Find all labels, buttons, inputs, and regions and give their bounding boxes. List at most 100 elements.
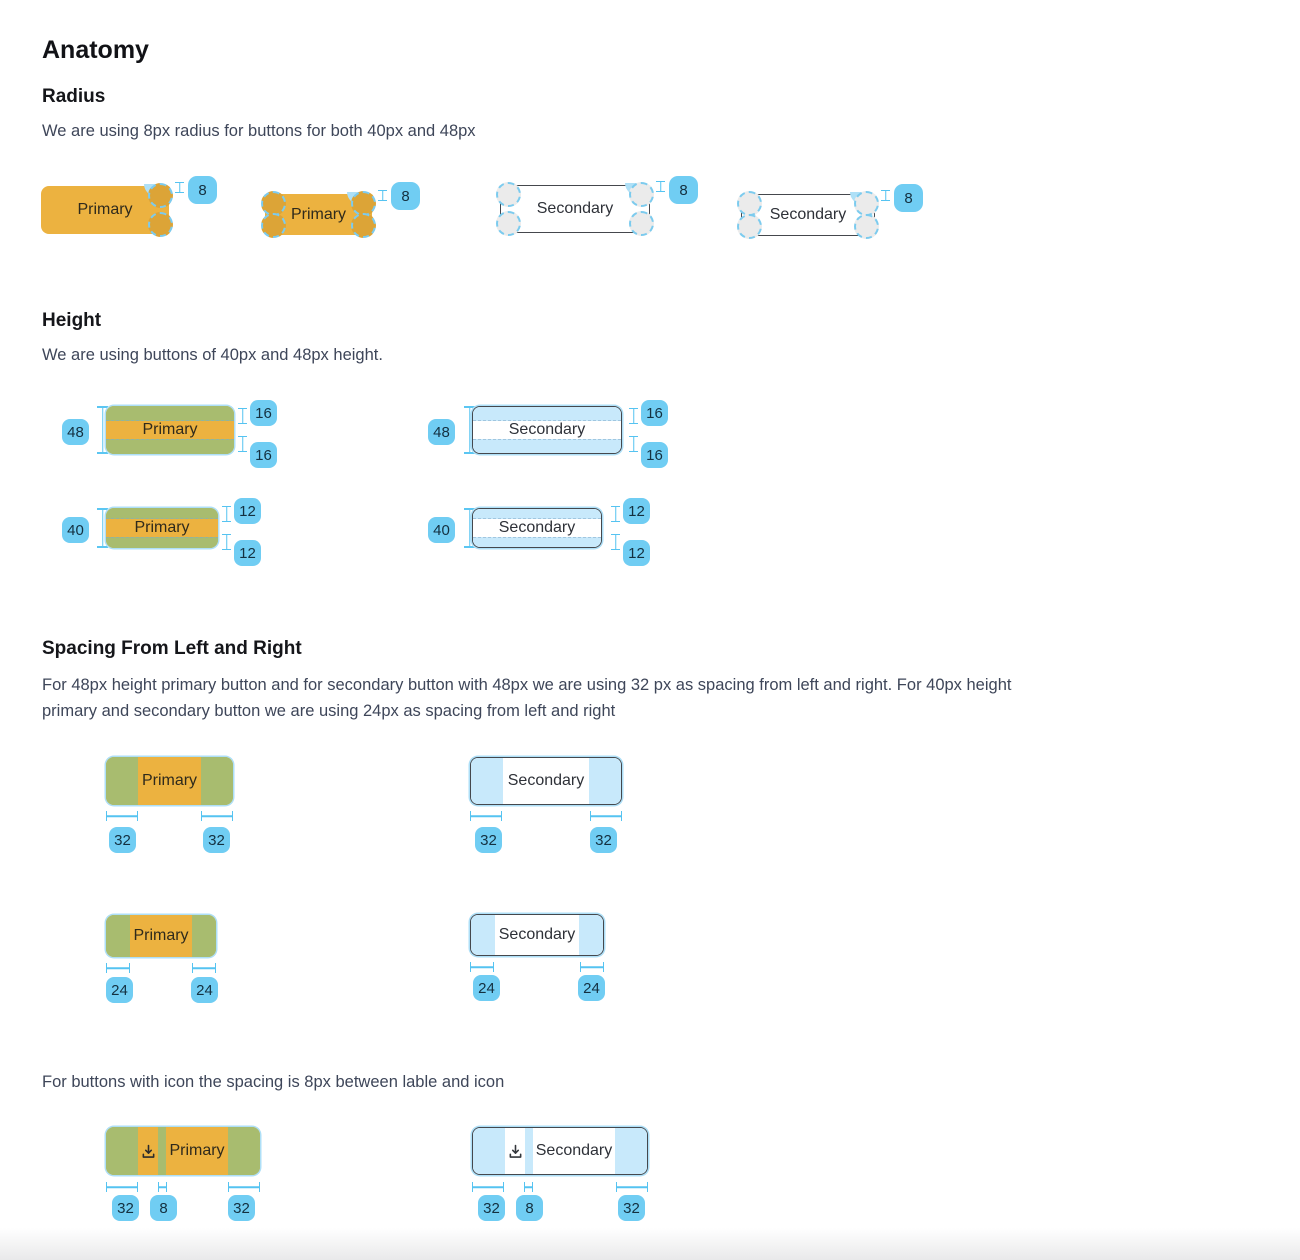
measure-line bbox=[580, 962, 604, 972]
primary-button[interactable]: Primary bbox=[106, 406, 234, 454]
icon-gap-overlay bbox=[158, 1127, 166, 1175]
measure-tick-icon bbox=[629, 436, 638, 452]
button-label: Primary bbox=[77, 201, 133, 218]
padding-overlay-top bbox=[473, 509, 601, 519]
measure-line bbox=[106, 1182, 138, 1192]
button-label: Secondary bbox=[498, 519, 576, 536]
measure-line bbox=[97, 508, 108, 548]
padding-overlay-top bbox=[106, 508, 218, 519]
spacing-example-secondary-icon: Secondary 32 8 32 bbox=[472, 1127, 662, 1227]
icon-spacing-note: For buttons with icon the spacing is 8px… bbox=[42, 1073, 505, 1091]
spacing-description: For 48px height primary button and for s… bbox=[42, 676, 1012, 720]
icon-gap-overlay bbox=[525, 1128, 533, 1174]
radius-badge: 8 bbox=[894, 184, 923, 212]
padding-overlay-bottom bbox=[473, 537, 601, 547]
corner-radius-marker[interactable] bbox=[854, 191, 879, 216]
spacing-example-primary-40: Primary 24 24 bbox=[106, 915, 236, 1010]
corner-radius-marker[interactable] bbox=[737, 214, 762, 239]
corner-radius-marker[interactable] bbox=[351, 213, 376, 238]
text-cursor-icon bbox=[656, 181, 665, 192]
spacing-example-secondary-48: Secondary 32 32 bbox=[470, 757, 635, 857]
secondary-button[interactable]: Secondary bbox=[472, 508, 602, 548]
primary-button[interactable]: Primary bbox=[106, 508, 218, 548]
measure-tick-icon bbox=[611, 506, 620, 522]
spacing-badge: 32 bbox=[475, 827, 502, 853]
padding-overlay-top bbox=[473, 407, 621, 421]
secondary-button[interactable]: Secondary bbox=[470, 914, 604, 956]
padding-badge: 12 bbox=[623, 540, 650, 566]
padding-badge: 12 bbox=[623, 498, 650, 524]
primary-button[interactable]: Primary bbox=[106, 915, 216, 957]
spacing-badge: 32 bbox=[109, 827, 136, 853]
button-label: Primary bbox=[141, 772, 198, 789]
primary-button-with-icon[interactable]: Primary bbox=[106, 1127, 260, 1175]
measure-tick-icon bbox=[238, 436, 247, 452]
secondary-button[interactable]: Secondary bbox=[500, 185, 650, 233]
height-badge: 48 bbox=[62, 419, 89, 445]
corner-radius-marker[interactable] bbox=[148, 183, 173, 208]
corner-radius-marker[interactable] bbox=[496, 182, 521, 207]
secondary-button[interactable]: Secondary bbox=[741, 194, 875, 236]
padding-badge: 12 bbox=[234, 498, 261, 524]
padding-overlay-right bbox=[201, 757, 233, 805]
corner-radius-marker[interactable] bbox=[629, 182, 654, 207]
spacing-badge: 32 bbox=[478, 1195, 505, 1221]
padding-badge: 16 bbox=[250, 442, 277, 468]
measure-line bbox=[97, 406, 108, 454]
padding-overlay-left bbox=[106, 1127, 138, 1175]
measure-line bbox=[472, 1182, 504, 1192]
height-example-primary-40: 40 Primary 12 12 bbox=[62, 498, 352, 568]
measure-line bbox=[106, 811, 138, 821]
spacing-badge: 32 bbox=[112, 1195, 139, 1221]
measure-line bbox=[464, 508, 475, 548]
secondary-button[interactable]: Secondary bbox=[472, 406, 622, 454]
button-label: Primary bbox=[169, 1142, 225, 1159]
height-badge: 40 bbox=[62, 517, 89, 543]
spacing-example-primary-48: Primary 32 32 bbox=[106, 757, 246, 857]
primary-button[interactable]: Primary bbox=[106, 757, 233, 805]
secondary-button[interactable]: Secondary bbox=[470, 757, 622, 805]
padding-overlay-bottom bbox=[473, 439, 621, 453]
corner-radius-marker[interactable] bbox=[496, 211, 521, 236]
padding-overlay-left bbox=[473, 1128, 505, 1174]
corner-radius-marker[interactable] bbox=[351, 191, 376, 216]
button-label: Secondary bbox=[507, 772, 585, 789]
secondary-button-with-icon[interactable]: Secondary bbox=[472, 1127, 648, 1175]
radius-badge: 8 bbox=[669, 176, 698, 204]
padding-overlay-left bbox=[106, 757, 138, 805]
padding-badge: 16 bbox=[641, 442, 668, 468]
text-cursor-icon bbox=[175, 182, 184, 193]
page-bottom-fade bbox=[0, 1228, 1300, 1260]
corner-radius-marker[interactable] bbox=[261, 213, 286, 238]
corner-radius-marker[interactable] bbox=[148, 212, 173, 237]
padding-overlay-left bbox=[471, 915, 495, 955]
radius-badge: 8 bbox=[391, 182, 420, 210]
text-cursor-icon bbox=[881, 190, 890, 201]
button-label: Secondary bbox=[498, 926, 576, 943]
padding-badge: 16 bbox=[250, 400, 277, 426]
padding-overlay-bottom bbox=[106, 439, 234, 454]
primary-button[interactable]: Primary bbox=[41, 186, 169, 234]
radius-description: We are using 8px radius for buttons for … bbox=[42, 122, 476, 140]
padding-overlay-left bbox=[106, 915, 130, 957]
spacing-example-primary-icon: Primary 32 8 32 bbox=[106, 1127, 276, 1227]
padding-overlay-right bbox=[615, 1128, 647, 1174]
download-icon bbox=[138, 1127, 158, 1175]
corner-radius-marker[interactable] bbox=[854, 214, 879, 239]
text-cursor-icon bbox=[378, 190, 387, 201]
measure-tick-icon bbox=[222, 506, 231, 522]
button-label: Primary bbox=[142, 421, 198, 438]
corner-radius-marker[interactable] bbox=[737, 191, 762, 216]
padding-overlay-left bbox=[471, 758, 503, 804]
padding-overlay-right bbox=[192, 915, 216, 957]
measure-line bbox=[470, 811, 502, 821]
download-icon bbox=[505, 1128, 525, 1174]
button-label: Primary bbox=[133, 927, 189, 944]
corner-radius-marker[interactable] bbox=[629, 211, 654, 236]
height-badge: 40 bbox=[428, 517, 455, 543]
height-example-secondary-48: 48 Secondary 16 16 bbox=[428, 398, 728, 468]
page-title: Anatomy bbox=[42, 36, 149, 64]
button-label: Secondary bbox=[536, 200, 614, 217]
spacing-heading: Spacing From Left and Right bbox=[42, 638, 302, 659]
